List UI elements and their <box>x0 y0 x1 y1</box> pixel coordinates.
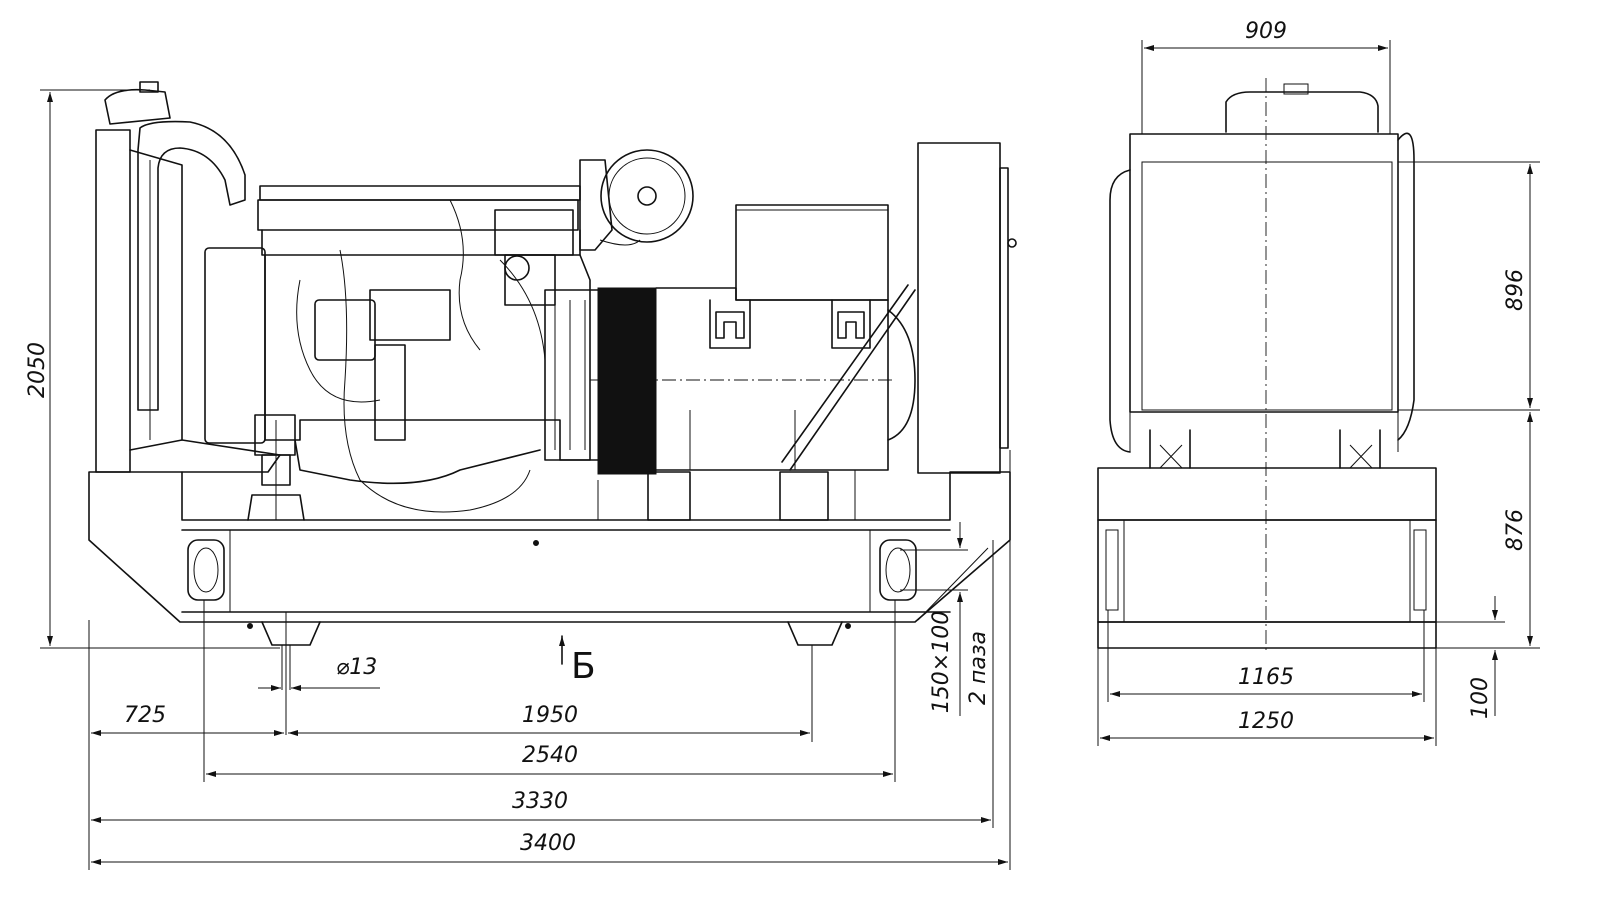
dim-876: 876 <box>1503 509 1528 551</box>
dim-896: 896 <box>1503 269 1528 311</box>
dim-1165: 1165 <box>1238 665 1294 690</box>
dim-3330: 3330 <box>512 789 568 814</box>
dim-slot-count: 2 паза <box>966 631 991 705</box>
dim-1950: 1950 <box>522 703 578 728</box>
control-panel <box>917 142 1017 474</box>
coupling-disc <box>597 287 657 475</box>
front-dimensions: 2050 725 1950 2540 3330 3400 ⌀13 15 <box>25 89 1011 870</box>
view-marker-b: Б <box>571 646 596 687</box>
dim-100: 100 <box>1468 677 1493 719</box>
front-view <box>88 81 1017 735</box>
dim-725: 725 <box>124 703 166 728</box>
engine-mount <box>247 414 305 521</box>
expansion-tank <box>1225 91 1379 133</box>
side-base <box>1097 467 1437 521</box>
dim-hole-diameter: ⌀13 <box>336 655 377 680</box>
dim-height-2050: 2050 <box>25 342 50 398</box>
dim-slot-size: 150×100 <box>929 611 954 713</box>
side-dimensions: 909 896 876 1165 1250 100 <box>1097 19 1540 746</box>
support-feet <box>261 621 843 646</box>
base-frame <box>88 471 1011 629</box>
side-view <box>1097 78 1437 652</box>
alternator-pulley <box>579 149 694 251</box>
dim-2540: 2540 <box>522 743 578 768</box>
radiator <box>95 81 281 473</box>
engine <box>257 185 601 513</box>
dim-1250: 1250 <box>1238 709 1294 734</box>
dim-909: 909 <box>1245 19 1287 44</box>
radiator-core <box>1129 133 1399 413</box>
dim-3400: 3400 <box>520 831 576 856</box>
generator <box>597 204 916 521</box>
